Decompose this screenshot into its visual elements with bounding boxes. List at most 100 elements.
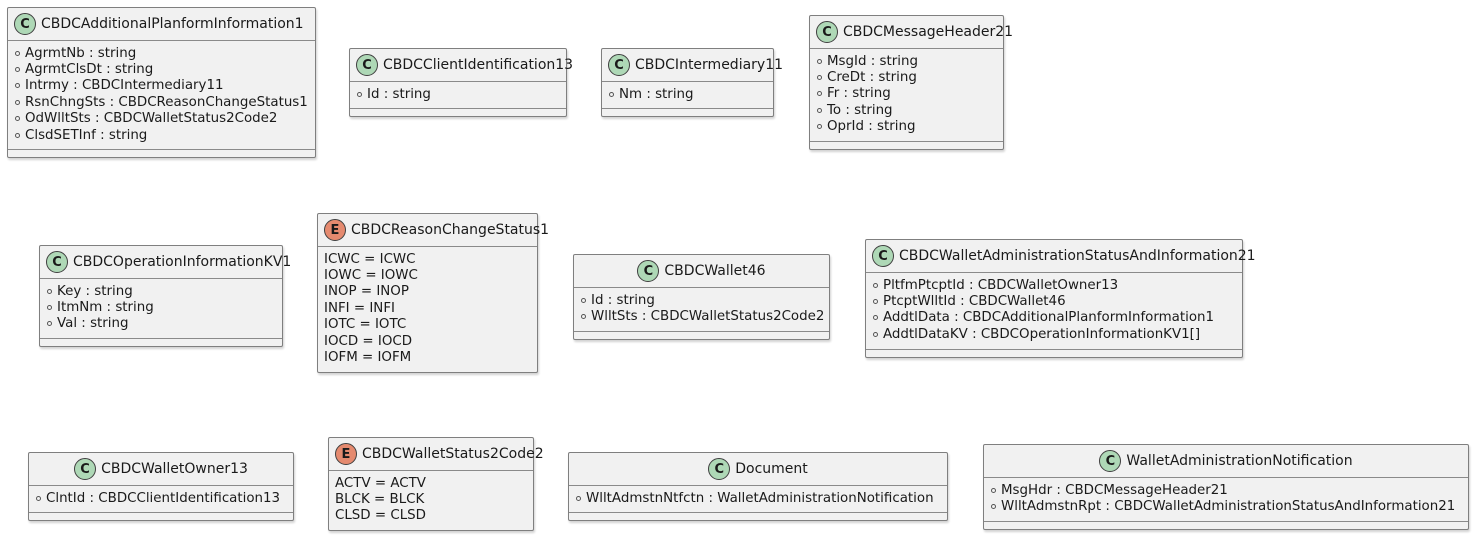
public-visibility-icon: [15, 132, 20, 138]
enum-value: INOP = INOP: [324, 284, 537, 300]
public-visibility-icon: [47, 305, 52, 311]
class-badge-icon: C: [608, 54, 630, 76]
field-text: OdWlltSts : CBDCWalletStatus2Code2: [25, 111, 278, 127]
methods-compartment: [569, 513, 947, 520]
field-text: AgrmtClsDt : string: [25, 62, 154, 78]
field-text: Fr : string: [827, 86, 891, 102]
field-text: WlltSts : CBDCWalletStatus2Code2: [591, 309, 825, 325]
class-badge-icon: C: [708, 458, 731, 480]
box-header: E CBDCWalletStatus2Code2: [329, 438, 544, 471]
field-text: MsgHdr : CBDCMessageHeader21: [1001, 482, 1228, 498]
field: OprId : string: [817, 119, 1003, 135]
enum-badge-icon: E: [324, 219, 346, 241]
enum-value: IOFM = IOFM: [324, 349, 537, 365]
field-list: Nm : string: [602, 82, 773, 110]
field-text: Id : string: [591, 292, 655, 308]
public-visibility-icon: [15, 50, 20, 56]
box-title: CBDCWalletStatus2Code2: [362, 446, 544, 462]
field-text: AddtlData : CBDCAdditionalPlanformInform…: [883, 310, 1215, 326]
field-list: Id : string: [350, 82, 566, 110]
field: Key : string: [47, 283, 282, 299]
enum-value: ACTV = ACTV: [335, 475, 533, 491]
enum-value-text: IOTC = IOTC: [324, 317, 407, 333]
field-text: ClntId : CBDCClientIdentification13: [46, 490, 281, 506]
public-visibility-icon: [47, 288, 52, 294]
public-visibility-icon: [817, 91, 822, 97]
public-visibility-icon: [873, 331, 878, 337]
methods-compartment: [866, 350, 1242, 357]
methods-compartment: [984, 522, 1468, 529]
field: Id : string: [581, 292, 829, 308]
enum-value-text: INOP = INOP: [324, 284, 409, 300]
public-visibility-icon: [817, 107, 822, 113]
field: AddtlData : CBDCAdditionalPlanformInform…: [873, 310, 1242, 326]
public-visibility-icon: [817, 124, 822, 130]
public-visibility-icon: [991, 504, 996, 510]
class-badge-icon: C: [46, 251, 68, 273]
public-visibility-icon: [15, 99, 20, 105]
box-title: CBDCMessageHeader21: [843, 24, 1014, 40]
public-visibility-icon: [817, 58, 822, 64]
field: Id : string: [357, 86, 566, 102]
box-title: CBDCAdditionalPlanformInformation1: [41, 16, 304, 32]
field-text: PltfmPtcptId : CBDCWalletOwner13: [883, 277, 1119, 293]
field-text: OprId : string: [827, 119, 916, 135]
enum-value: BLCK = BLCK: [335, 491, 533, 507]
public-visibility-icon: [357, 91, 362, 97]
enum-value: IOCD = IOCD: [324, 333, 537, 349]
field: ClsdSETInf : string: [15, 127, 315, 143]
public-visibility-icon: [576, 495, 581, 501]
class-badge-icon: C: [637, 260, 660, 282]
public-visibility-icon: [609, 91, 614, 97]
public-visibility-icon: [873, 299, 878, 305]
field: ItmNm : string: [47, 299, 282, 315]
enum-value-text: IOCD = IOCD: [324, 333, 413, 349]
field-text: To : string: [827, 102, 893, 118]
field: CreDt : string: [817, 69, 1003, 85]
enum-value: ICWC = ICWC: [324, 251, 537, 267]
field-text: CreDt : string: [827, 70, 917, 86]
public-visibility-icon: [581, 314, 586, 320]
methods-compartment: [8, 150, 315, 157]
field: RsnChngSts : CBDCReasonChangeStatus1: [15, 94, 315, 110]
field-text: Key : string: [57, 283, 133, 299]
methods-compartment: [350, 109, 566, 116]
public-visibility-icon: [873, 282, 878, 288]
field-text: MsgId : string: [827, 53, 918, 69]
field: AgrmtNb : string: [15, 45, 315, 61]
public-visibility-icon: [36, 495, 41, 501]
field: ClntId : CBDCClientIdentification13: [36, 490, 293, 506]
enum-value: IOWC = IOWC: [324, 267, 537, 283]
enum-value-text: INFI = INFI: [324, 300, 395, 316]
field: WlltAdmstnRpt : CBDCWalletAdministration…: [991, 498, 1468, 514]
field: Nm : string: [609, 86, 773, 102]
enum-badge-icon: E: [335, 443, 357, 465]
box-title: CBDCIntermediary11: [635, 57, 784, 73]
enum-value-text: ICWC = ICWC: [324, 251, 416, 267]
field: WlltAdmstnNtfctn : WalletAdministrationN…: [576, 490, 947, 506]
field-text: AgrmtNb : string: [25, 45, 137, 61]
box-header: C CBDCIntermediary11: [602, 49, 783, 82]
methods-compartment: [602, 109, 773, 116]
field-list: WlltAdmstnNtfctn : WalletAdministrationN…: [569, 486, 947, 514]
field-text: Id : string: [367, 86, 431, 102]
class-badge-icon: C: [872, 245, 894, 267]
enum-value-text: ACTV = ACTV: [335, 475, 426, 491]
public-visibility-icon: [15, 116, 20, 122]
field-text: Intrmy : CBDCIntermediary11: [25, 78, 224, 94]
enum-value-text: IOWC = IOWC: [324, 268, 418, 284]
